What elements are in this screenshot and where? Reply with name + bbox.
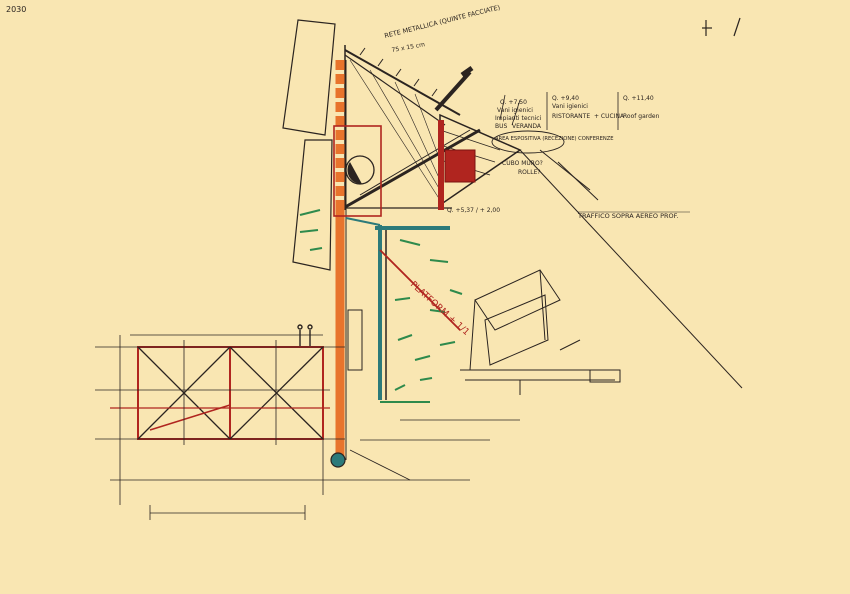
note-top-dim: 75 x 15 cm <box>391 41 426 54</box>
base-sphere <box>330 452 346 468</box>
teal-wall <box>345 217 450 400</box>
red-arrow-line <box>379 249 461 331</box>
top-right-marks <box>702 17 741 37</box>
construction-lines <box>95 334 520 520</box>
note-col3-line1: Q. +11,40 <box>623 95 654 102</box>
human-figures <box>297 324 313 346</box>
red-outline-room <box>333 125 382 217</box>
roof-section <box>339 45 481 212</box>
circled-note-ellipse <box>491 130 565 154</box>
note-question: CUBO MURO? <box>502 160 543 167</box>
axonometric-sketch <box>460 269 621 395</box>
note-col2-line3: RISTORANTE <box>552 113 590 120</box>
note-col3-line2: Roof garden <box>623 113 660 120</box>
upper-inclined-panel <box>282 19 336 271</box>
frame-elevation <box>110 340 330 445</box>
green-hatching <box>299 209 463 403</box>
annotations: RETE METALLICA (QUINTE FACCIATE) 75 x 15… <box>384 3 690 338</box>
note-question-2: ROLLE? <box>518 169 541 176</box>
long-diagonal-line <box>519 149 743 389</box>
red-box-volume <box>444 149 476 183</box>
column-detail <box>347 309 363 371</box>
note-col2-line2: Vani igienici <box>552 103 588 110</box>
note-circled: AREA ESPOSITIVA (RECEZIONE) CONFERENZE <box>495 136 614 142</box>
note-col1-line4: BUS <box>495 123 508 130</box>
note-col1-line5: VERANDA <box>512 123 542 130</box>
note-rete-metallica: RETE METALLICA (QUINTE FACCIATE) <box>384 3 501 40</box>
note-col1-line1: Q. +7,50 <box>500 99 527 106</box>
note-mid-dim: Q. +5,37 / + 2,00 <box>447 207 500 214</box>
note-col2-line4: + CUCINA <box>594 113 625 120</box>
note-col2-line1: Q. +9,40 <box>552 95 579 102</box>
red-wall-strip <box>438 120 444 210</box>
note-right-label: TRAFFICO SOPRA AEREO PROF. <box>577 212 678 220</box>
note-col1-line3: Impianti tecnici <box>495 115 542 122</box>
note-col1-line2: Vani igienici <box>497 107 533 114</box>
note-red-label: PLATFORM + 1/1 <box>408 280 471 338</box>
corner-mark: 2030 <box>6 5 26 14</box>
